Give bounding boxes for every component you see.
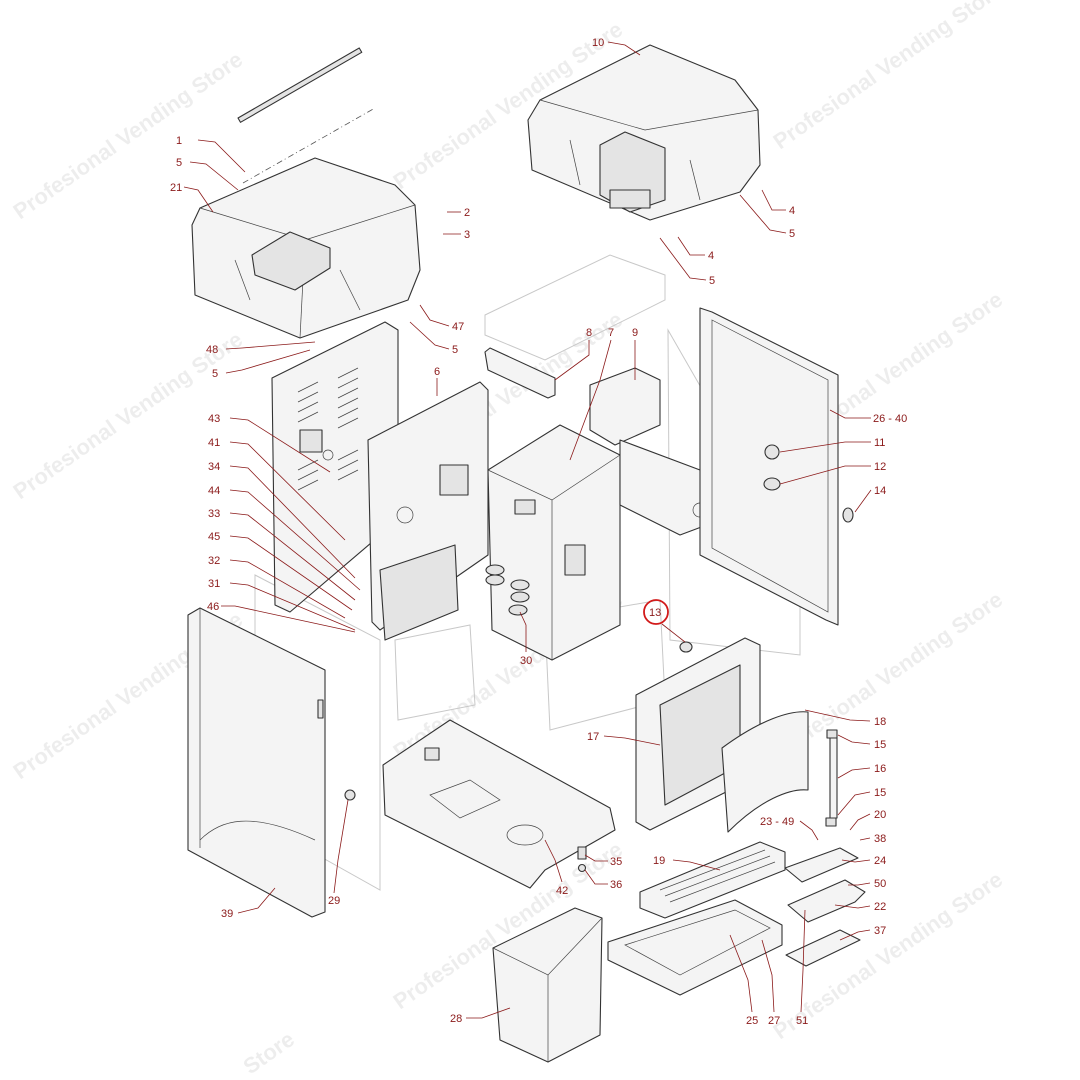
callout-label: 20 xyxy=(874,809,886,821)
callout-label: 7 xyxy=(608,327,614,339)
callout-label: 44 xyxy=(208,485,220,497)
side-panel xyxy=(699,307,839,626)
front-door xyxy=(187,607,326,918)
callout-label: 26 - 40 xyxy=(873,413,907,425)
callout-label: 22 xyxy=(874,901,886,913)
callout-label: 23 - 49 xyxy=(760,816,794,828)
callout-label: 5 xyxy=(212,368,218,380)
waste-bin xyxy=(492,907,603,1063)
callout-label: 38 xyxy=(874,833,886,845)
callout-label: 31 xyxy=(208,578,220,590)
callout-label: 4 xyxy=(789,205,795,217)
callout-label: 15 xyxy=(874,787,886,799)
spiral-springs xyxy=(485,564,530,616)
callout-label: 51 xyxy=(796,1015,808,1027)
callout-label: 30 xyxy=(520,655,532,667)
cup-grille-24 xyxy=(784,847,859,883)
callout-label: 11 xyxy=(874,437,885,449)
callout-label: 37 xyxy=(874,925,886,937)
parts-drawing xyxy=(187,44,866,1063)
callout-label: 50 xyxy=(874,878,886,890)
callout-label: 28 xyxy=(450,1013,462,1025)
callout-label: 27 xyxy=(768,1015,780,1027)
watermark-text: Profesional Vending Store xyxy=(9,47,248,225)
callout-label: 18 xyxy=(874,716,886,728)
callout-label: 34 xyxy=(208,461,220,473)
callout-label: 36 xyxy=(610,879,622,891)
callout-leaders xyxy=(183,41,872,1019)
callout-label: 25 xyxy=(746,1015,758,1027)
callout-labels: 1 5 21 2 3 47 5 48 5 10 4 5 4 5 8 7 9 6 … xyxy=(170,37,907,1027)
callout-label: 43 xyxy=(208,413,220,425)
top-cover-right xyxy=(527,44,761,221)
callout-label: 13 xyxy=(649,607,661,619)
callout-label: 5 xyxy=(789,228,795,240)
callout-label: 41 xyxy=(208,437,220,449)
callout-label: 4 xyxy=(708,250,714,262)
callout-label: 47 xyxy=(452,321,464,333)
foot-29 xyxy=(344,789,356,801)
callout-label: 1 xyxy=(176,135,182,147)
callout-label: 15 xyxy=(874,739,886,751)
callout-label: 42 xyxy=(556,885,568,897)
callout-label: 2 xyxy=(464,207,470,219)
knob-12 xyxy=(763,477,781,491)
callout-label: 5 xyxy=(452,344,458,356)
callout-label: 10 xyxy=(592,37,604,49)
callout-label: 9 xyxy=(632,327,638,339)
callout-label: 8 xyxy=(586,327,592,339)
callout-label: 35 xyxy=(610,856,622,868)
tray-22 xyxy=(787,879,866,923)
callout-label: 12 xyxy=(874,461,886,473)
watermark-fragment: Store xyxy=(239,1026,299,1079)
tray-grille-37 xyxy=(785,929,861,967)
cap-14 xyxy=(842,507,854,523)
callout-label: 14 xyxy=(874,485,886,497)
nut-36 xyxy=(577,863,587,873)
callout-label: 17 xyxy=(587,731,599,743)
grille-19 xyxy=(639,841,786,919)
highlight-ring xyxy=(643,599,669,625)
cup-panel xyxy=(721,711,809,833)
knob-11 xyxy=(764,444,780,460)
callout-label: 29 xyxy=(328,895,340,907)
callout-label: 6 xyxy=(434,366,440,378)
callout-label: 16 xyxy=(874,763,886,775)
callout-label: 46 xyxy=(207,601,219,613)
screw-35 xyxy=(577,846,587,860)
rails xyxy=(825,729,838,827)
callout-label: 24 xyxy=(874,855,886,867)
watermark-text: Profesional Vending Store xyxy=(769,0,1008,154)
drip-tray xyxy=(607,899,783,996)
callout-label: 32 xyxy=(208,555,220,567)
callout-label: 5 xyxy=(176,157,182,169)
callout-label: 45 xyxy=(208,531,220,543)
callout-label: 33 xyxy=(208,508,220,520)
inner-frame xyxy=(367,381,489,641)
back-panel xyxy=(271,321,399,613)
callout-label: 5 xyxy=(709,275,715,287)
callout-label: 21 xyxy=(170,182,182,194)
callout-label: 3 xyxy=(464,229,470,241)
component-bracket xyxy=(487,424,621,661)
part-13 xyxy=(679,641,693,653)
bracket-8 xyxy=(484,347,556,399)
callout-label: 48 xyxy=(206,344,218,356)
module-9 xyxy=(589,367,721,536)
callout-label: 39 xyxy=(221,908,233,920)
callout-label: 19 xyxy=(653,855,665,867)
top-cover-left xyxy=(191,47,421,339)
